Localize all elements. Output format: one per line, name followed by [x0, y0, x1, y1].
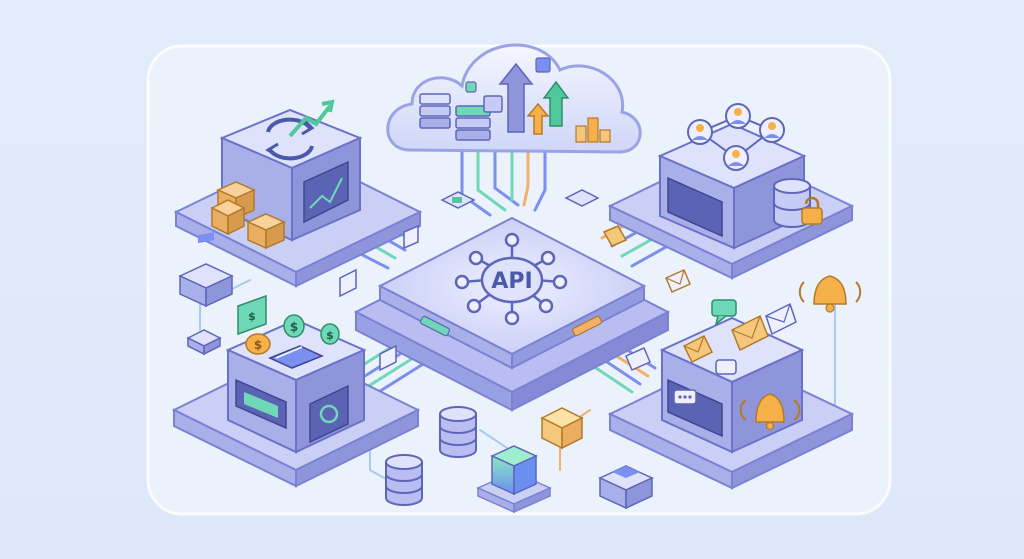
- svg-text:$: $: [326, 329, 334, 342]
- svg-text:$: $: [290, 320, 298, 334]
- chat-bubble-icon: [674, 390, 696, 404]
- server-stack-icon: [420, 94, 450, 128]
- user-icon: [760, 118, 784, 142]
- dollar-coin-icon: $: [246, 334, 270, 354]
- database-icon: [386, 455, 422, 505]
- user-icon: [726, 104, 750, 128]
- user-icon: [724, 146, 748, 170]
- svg-text:$: $: [248, 310, 256, 323]
- chat-bubble-icon: [716, 360, 736, 374]
- dollar-coin-icon: $: [284, 315, 304, 337]
- user-icon: [688, 120, 712, 144]
- api-label: API: [491, 269, 532, 294]
- database-icon: [440, 407, 476, 457]
- dollar-coin-icon: $: [321, 324, 339, 344]
- svg-text:$: $: [254, 338, 262, 352]
